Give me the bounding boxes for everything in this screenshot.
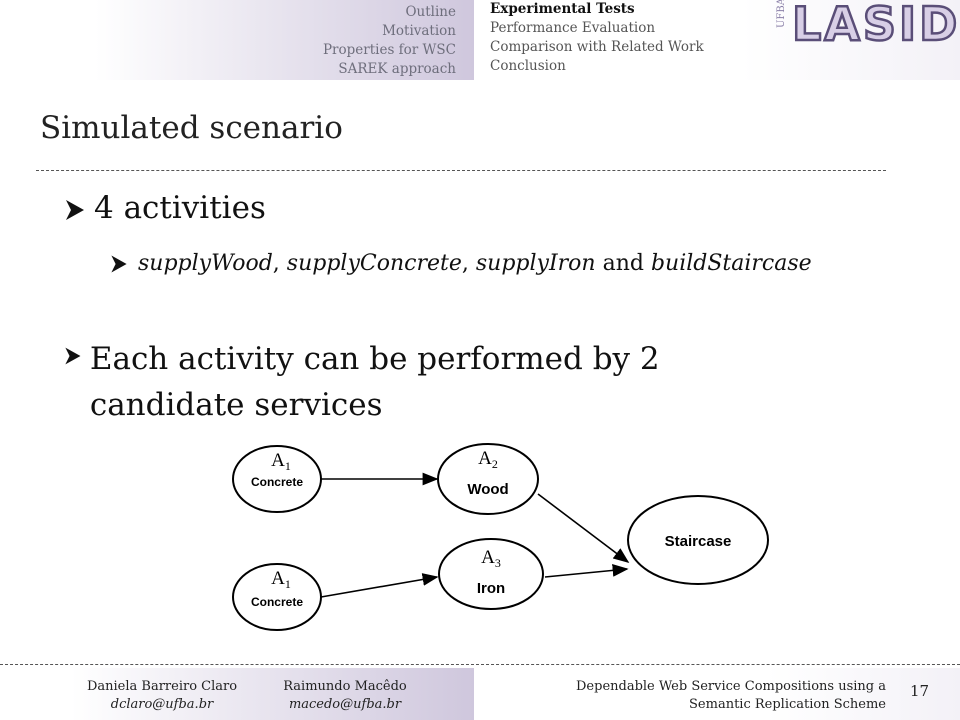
node-a2-wood: A2 Wood <box>437 443 539 515</box>
arrow-bullet-icon <box>65 347 81 365</box>
svg-text:A1: A1 <box>271 450 291 473</box>
svg-text:Iron: Iron <box>477 580 505 597</box>
arrow-bullet-icon <box>66 200 84 220</box>
author-2: Raimundo Macêdo macedo@ufba.br <box>255 678 435 714</box>
bullet-candidate-services: Each activity can be performed by 2 cand… <box>62 336 822 428</box>
nav-item-properties[interactable]: Properties for WSC <box>322 42 456 58</box>
title-divider <box>36 170 886 171</box>
footer-right-band <box>474 668 960 720</box>
conjunction: and <box>595 251 651 276</box>
node-a1-concrete-top: A1 Concrete <box>232 445 322 513</box>
page-number: 17 <box>910 682 930 700</box>
footer-divider <box>0 664 960 665</box>
bullet-activities-text: 4 activities <box>94 190 266 226</box>
author-1: Daniela Barreiro Claro dclaro@ufba.br <box>72 678 252 714</box>
outline-nav: Outline Motivation Properties for WSC SA… <box>323 3 456 79</box>
edge-a1-a3 <box>320 573 439 598</box>
activity-supply-wood: supplyWood <box>138 251 273 276</box>
slide-title: Simulated scenario <box>40 110 343 146</box>
bullet-activities: 4 activities <box>62 190 266 226</box>
nav-item-conclusion[interactable]: Conclusion <box>490 58 566 74</box>
workflow-diagram: A1 Concrete A2 Wood A1 Concrete A3 Iron … <box>232 443 702 631</box>
separator: , <box>272 251 287 276</box>
presentation-title: Dependable Web Service Compositions usin… <box>576 678 886 714</box>
activity-list-text: supplyWood, supplyConcrete, supplyIron a… <box>138 246 812 282</box>
separator: , <box>461 251 476 276</box>
svg-text:A1: A1 <box>271 568 291 591</box>
svg-text:A3: A3 <box>481 547 501 570</box>
arrow-bullet-icon <box>111 255 127 273</box>
node-a4-staircase-shape: Staircase <box>627 495 769 585</box>
svg-text:Concrete: Concrete <box>251 595 303 609</box>
nav-item-motivation[interactable]: Motivation <box>382 23 456 39</box>
presentation-title-line1: Dependable Web Service Compositions usin… <box>576 679 886 694</box>
activity-supply-iron: supplyIron <box>475 251 596 276</box>
header-left-band <box>0 0 474 80</box>
footer-left-band <box>0 668 474 720</box>
edge-a3-a4 <box>544 564 629 578</box>
node-a4-label: Staircase <box>665 533 732 550</box>
sections-nav: Experimental Tests Performance Evaluatio… <box>490 0 704 76</box>
node-a1-concrete-bottom: A1 Concrete <box>232 563 322 631</box>
bullet-candidate-services-text: Each activity can be performed by 2 cand… <box>89 341 660 423</box>
logo-university-text: UFBA <box>776 0 787 28</box>
sub-bullet-activity-list: supplyWood, supplyConcrete, supplyIron a… <box>108 246 868 282</box>
edge-a2-a4 <box>537 493 630 563</box>
svg-text:A2: A2 <box>478 448 498 471</box>
author-1-email[interactable]: dclaro@ufba.br <box>110 697 214 712</box>
logo-brand-text: LASID <box>792 0 960 46</box>
svg-text:Wood: Wood <box>467 481 508 498</box>
activity-supply-concrete: supplyConcrete <box>286 251 462 276</box>
nav-item-performance[interactable]: Performance Evaluation <box>490 20 656 36</box>
nav-item-comparison[interactable]: Comparison with Related Work <box>490 39 704 55</box>
activity-build-staircase: buildStaircase <box>650 251 812 276</box>
nav-item-experimental-tests[interactable]: Experimental Tests <box>490 1 635 17</box>
svg-text:Concrete: Concrete <box>251 475 303 489</box>
node-a3-iron: A3 Iron <box>438 538 544 610</box>
header-right-band <box>474 0 960 80</box>
author-1-name: Daniela Barreiro Claro <box>86 679 238 694</box>
nav-item-outline[interactable]: Outline <box>405 4 456 20</box>
presentation-title-line2: Semantic Replication Scheme <box>689 697 886 712</box>
lasid-logo: UFBA LASID <box>776 0 960 46</box>
author-2-email[interactable]: macedo@ufba.br <box>288 697 402 712</box>
nav-item-sarek[interactable]: SAREK approach <box>338 61 456 77</box>
author-2-name: Raimundo Macêdo <box>283 679 407 694</box>
